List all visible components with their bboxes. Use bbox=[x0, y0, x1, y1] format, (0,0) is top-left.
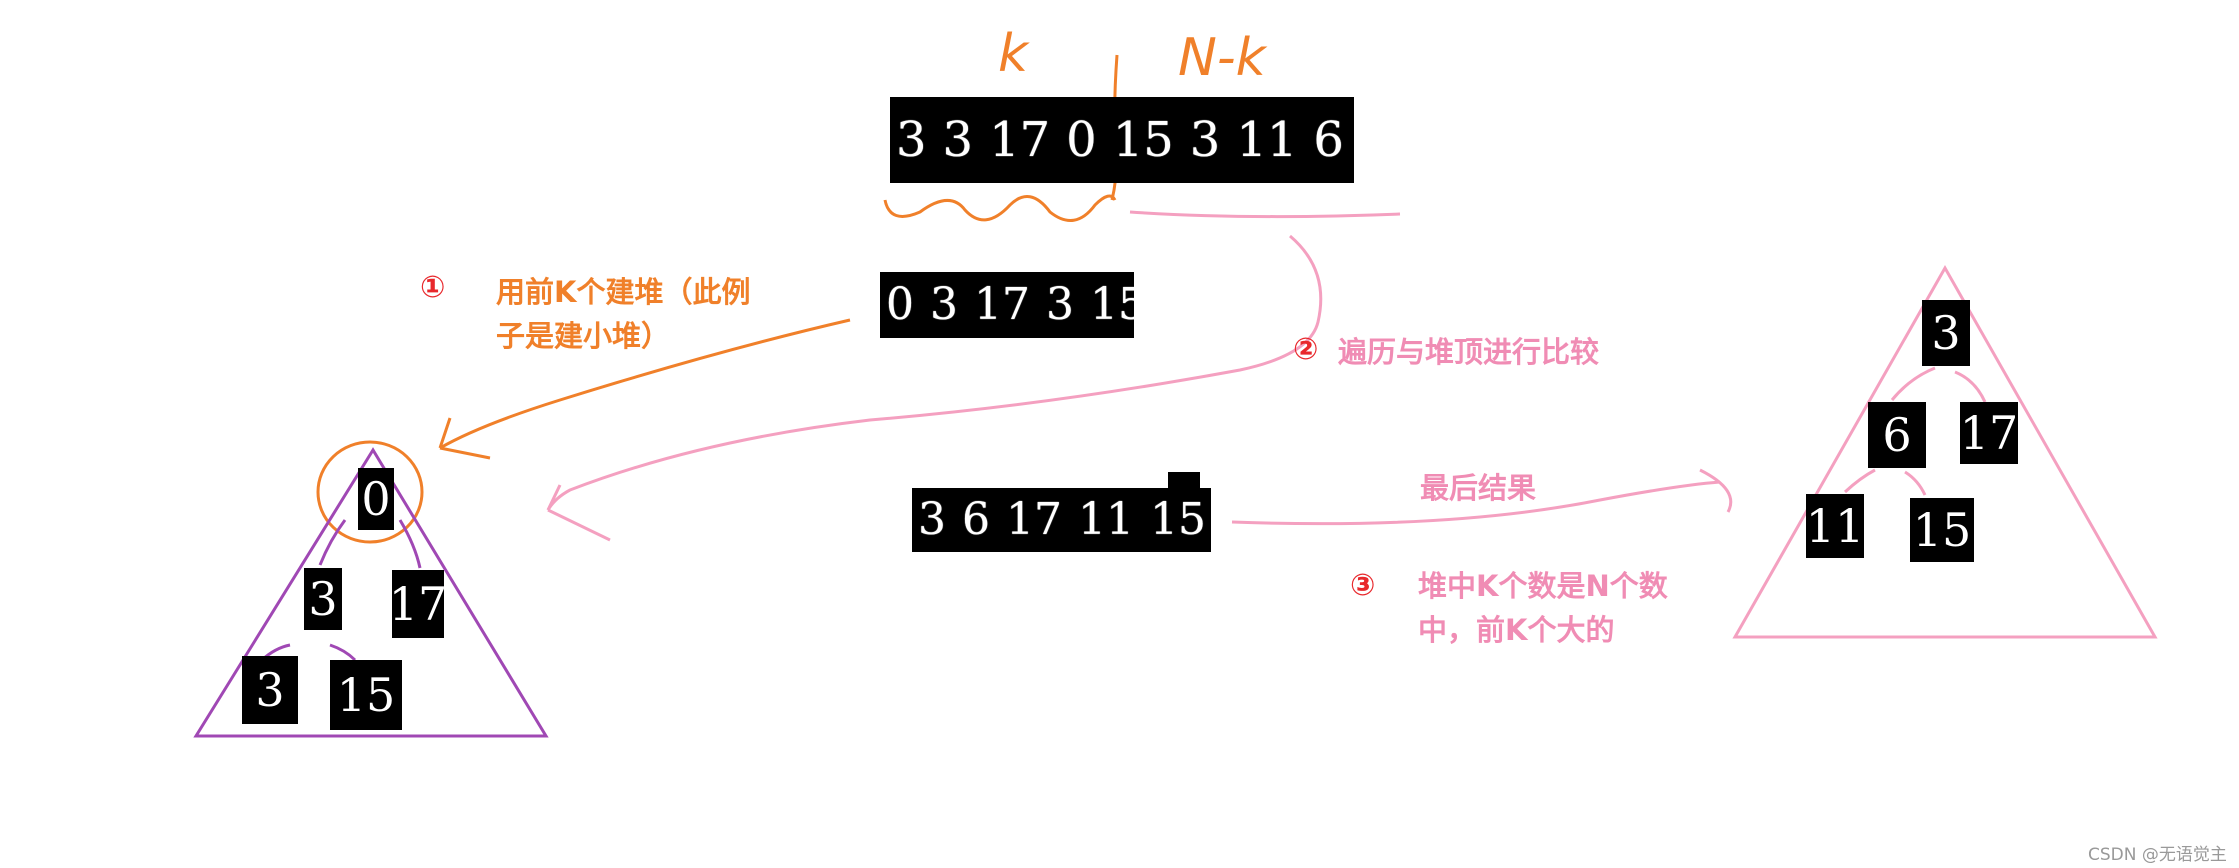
n-minus-k-hand-label: N-k bbox=[1178, 28, 1266, 88]
root-highlight-circle bbox=[316, 440, 424, 544]
left-heap-node: 15 bbox=[330, 660, 402, 730]
right-heap-triangle bbox=[1732, 264, 2158, 639]
result-value: 6 bbox=[962, 494, 990, 545]
step-1-line-2: 子是建小堆） bbox=[496, 319, 671, 353]
left-heap-edge-lr2 bbox=[329, 643, 357, 662]
result-arrow bbox=[1231, 480, 1721, 526]
build-heap-arrow bbox=[439, 318, 851, 450]
heap-value: 3 bbox=[930, 279, 958, 330]
step-3-line-1: 堆中K个数是N个数 bbox=[1418, 569, 1668, 603]
result-value: 15 bbox=[1150, 494, 1206, 545]
right-heap-edge-l bbox=[1890, 366, 1936, 401]
result-console: 3 6 17 11 15 bbox=[912, 488, 1211, 552]
right-heap-edge-r2 bbox=[1904, 470, 1927, 496]
right-heap-node: 17 bbox=[1960, 402, 2018, 464]
right-heap-edge-r bbox=[1954, 370, 1987, 403]
result-value: 17 bbox=[1006, 494, 1062, 545]
traverse-arrow-head bbox=[546, 484, 611, 542]
left-heap-edge-lr bbox=[318, 519, 347, 566]
input-value: 6 bbox=[1313, 112, 1344, 168]
heap-value: 15 bbox=[1090, 279, 1146, 330]
input-array-console: 3 3 17 0 15 3 11 6 3 1 bbox=[890, 97, 1437, 183]
built-heap-console: 0 3 17 3 15 bbox=[880, 272, 1146, 338]
left-heap-node: 3 bbox=[242, 656, 298, 724]
k-hand-label: k bbox=[998, 24, 1029, 84]
left-heap-node: 3 bbox=[304, 568, 342, 630]
traverse-arrow bbox=[546, 234, 1323, 511]
input-value: 3 bbox=[1189, 112, 1221, 168]
input-value: 3 bbox=[942, 112, 974, 168]
final-result-label: 最后结果 bbox=[1420, 471, 1537, 505]
input-value: 0 bbox=[1066, 112, 1097, 168]
step-1-line-1: 用前K个建堆（此例 bbox=[496, 275, 751, 309]
input-value: 15 bbox=[1112, 112, 1174, 168]
step-3-line-2: 中，前K个大的 bbox=[1418, 613, 1615, 647]
step-1-text: 用前K个建堆（此例 子是建小堆） bbox=[496, 270, 750, 358]
k-underline-squiggle bbox=[883, 194, 1117, 222]
right-heap-node: 15 bbox=[1910, 498, 1974, 562]
heap-value: 17 bbox=[974, 279, 1030, 330]
heap-value: 3 bbox=[1046, 279, 1074, 330]
right-heap-root: 3 bbox=[1922, 300, 1970, 366]
n-minus-k-underline bbox=[1129, 210, 1401, 219]
step-3-number: ③ bbox=[1350, 568, 1376, 603]
left-heap-triangle bbox=[193, 447, 549, 738]
heap-value: 0 bbox=[886, 279, 914, 330]
step-1-number: ① bbox=[420, 270, 446, 305]
input-value: 3 bbox=[1359, 112, 1391, 168]
watermark: CSDN @无语觉主 bbox=[2088, 845, 2227, 865]
input-value: 17 bbox=[989, 112, 1051, 168]
step-2-text: 遍历与堆顶进行比较 bbox=[1338, 335, 1600, 369]
right-heap-node: 11 bbox=[1806, 494, 1864, 558]
result-value: 11 bbox=[1078, 494, 1134, 545]
build-heap-arrow-head bbox=[438, 417, 491, 460]
step-2-number: ② bbox=[1293, 332, 1319, 367]
left-heap-edge-rr bbox=[398, 519, 422, 569]
result-console-corner bbox=[1168, 472, 1200, 492]
step-3-text: 堆中K个数是N个数 中，前K个大的 bbox=[1418, 564, 1668, 652]
result-arrow-head bbox=[1699, 468, 1733, 513]
left-heap-node: 17 bbox=[389, 570, 447, 638]
input-value: 11 bbox=[1236, 112, 1298, 168]
result-value: 3 bbox=[918, 494, 946, 545]
input-value: 1 bbox=[1406, 112, 1438, 168]
right-heap-edge-l2 bbox=[1843, 468, 1876, 494]
left-heap-root: 0 bbox=[358, 468, 394, 530]
right-heap-node: 6 bbox=[1868, 402, 1926, 468]
input-value: 3 bbox=[896, 112, 927, 168]
